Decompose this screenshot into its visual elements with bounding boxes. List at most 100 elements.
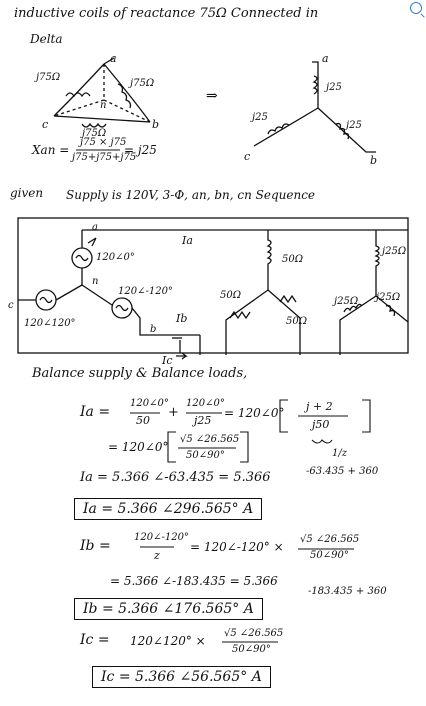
- ic-rhs: 120∠120° ×: [130, 634, 206, 648]
- circuit-node-n: n: [92, 276, 99, 287]
- ia-term2-denominator: j25: [194, 414, 212, 427]
- delta-node-c: c: [42, 118, 49, 131]
- ia-bracket-numerator: j + 2: [306, 400, 333, 413]
- source-wires: [55, 284, 200, 336]
- star-node-c: c: [244, 150, 251, 163]
- circuit-frame: [17, 217, 409, 354]
- ia-plus: +: [168, 405, 179, 420]
- ib-line2-exponent: -183.435 + 360: [308, 586, 387, 597]
- ic-fraction-denominator: 50∠90°: [232, 644, 271, 655]
- delta-right-coil: [103, 63, 151, 123]
- delta-node-b: b: [152, 118, 160, 131]
- star-branch-a: [312, 61, 319, 108]
- ia-bracket: [279, 399, 371, 433]
- load-l2: [343, 303, 363, 313]
- xan-label: Xan =: [32, 143, 70, 157]
- ib-final-answer: Ib = 5.366 ∠176.565° A: [74, 598, 263, 620]
- ia-eq1: = 120∠0°: [224, 406, 285, 420]
- ia-underbrace: [311, 439, 333, 444]
- given-label: given: [10, 186, 44, 200]
- ia-term1-denominator: 50: [136, 414, 150, 427]
- three-phase-circuit: [17, 217, 409, 360]
- given-text: Supply is 120V, 3-Φ, an, bn, cn Sequence: [66, 188, 316, 202]
- ia-term1-numerator: 120∠0°: [130, 398, 169, 409]
- ib-rhs: = 120∠-120° ×: [190, 540, 284, 554]
- source-c-label: 120∠120°: [24, 318, 76, 329]
- ia-line2-denominator: 50∠90°: [186, 450, 225, 461]
- current-ib-label: Ib: [176, 312, 188, 325]
- current-ia-label: Ia: [182, 234, 193, 247]
- ib-numerator: 120∠-120°: [134, 532, 189, 543]
- delta-node-n: n: [100, 100, 107, 111]
- ib-label: Ib =: [80, 538, 111, 554]
- load-l-right: [375, 295, 409, 323]
- delta-bottom-line: [53, 115, 151, 123]
- source-a-wave: [75, 254, 89, 262]
- delta-bottom-coil-label: j75Ω: [82, 128, 107, 139]
- ia-line2-bracket: [167, 431, 249, 463]
- xan-result: = j25: [124, 143, 157, 157]
- ia-final-answer: Ia = 5.366 ∠296.565° A: [74, 498, 263, 520]
- load-r-right: [267, 289, 301, 355]
- load-r2: [229, 310, 251, 320]
- ib-fraction-denominator: 50∠90°: [310, 550, 349, 561]
- star-branch-right-label: j25: [346, 120, 362, 131]
- arrow-ia: [87, 237, 97, 247]
- load-l-left: [339, 295, 377, 355]
- load-r1-label: 50Ω: [282, 254, 304, 265]
- arrow-ic: [176, 352, 188, 360]
- star-branch-left-label: j25: [252, 112, 268, 123]
- ia-line3-exponent: -63.435 + 360: [306, 466, 379, 477]
- delta-right-coil-loops: [117, 83, 132, 109]
- load-l1-label: j25Ω: [382, 246, 407, 257]
- load-r3: [279, 294, 297, 304]
- star-branch-a-label: j25: [326, 82, 342, 93]
- problem-statement-line1: inductive coils of reactance 75Ω Connect…: [14, 6, 319, 21]
- star-branch-c: [253, 107, 319, 147]
- ia-label: Ia =: [80, 404, 111, 420]
- delta-a-stub: [103, 57, 115, 65]
- delta-diagram: [53, 57, 151, 128]
- load-l3-label: j25Ω: [376, 292, 401, 303]
- xan-numerator: j75 × j75: [80, 137, 127, 148]
- ic-fraction-numerator: √5 ∠26.565: [224, 628, 284, 639]
- star-branch-b: [317, 107, 376, 153]
- load-l2-label: j25Ω: [334, 296, 359, 307]
- load-r1: [266, 230, 272, 290]
- star-diagram: [253, 61, 376, 153]
- source-a-label: 120∠0°: [96, 252, 135, 263]
- ia-line2-numerator: √5 ∠26.565: [180, 434, 240, 445]
- ia-bracket-denominator: j50: [312, 418, 330, 431]
- delta-left-coil-loops: [65, 92, 91, 98]
- current-ic-label: Ic: [162, 354, 173, 367]
- ia-term2-numerator: 120∠0°: [186, 398, 225, 409]
- circuit-node-c: c: [8, 300, 14, 311]
- ia-line2-prefix: = 120∠0°: [108, 440, 169, 454]
- delta-right-coil-label: j75Ω: [130, 78, 155, 89]
- circuit-node-b: b: [150, 324, 157, 335]
- ib-line2: = 5.366 ∠-183.435 = 5.366: [110, 574, 278, 588]
- ic-label: Ic =: [80, 632, 110, 648]
- ia-line3: Ia = 5.366 ∠-63.435 = 5.366: [80, 470, 271, 485]
- circuit-node-a: a: [92, 222, 98, 233]
- source-c-wave: [39, 296, 53, 304]
- load-l1: [374, 230, 380, 296]
- load-r2-label: 50Ω: [220, 290, 242, 301]
- balance-statement: Balance supply & Balance loads,: [32, 366, 248, 381]
- load-r-left: [225, 289, 269, 355]
- delta-left-coil-label: j75Ω: [36, 72, 61, 83]
- ib-fraction-numerator: √5 ∠26.565: [300, 534, 360, 545]
- delta-bottom-coil-loops: [81, 122, 107, 128]
- star-coil-a: [312, 75, 318, 95]
- zoom-icon[interactable]: [410, 2, 422, 14]
- delta-node-a: a: [110, 52, 117, 65]
- star-coil-c: [267, 123, 290, 135]
- load-l3: [385, 304, 396, 317]
- xan-denominator: j75+j75+j75: [72, 152, 137, 163]
- transform-arrow: ⇒: [206, 88, 218, 104]
- source-b-label: 120∠-120°: [118, 286, 173, 297]
- ic-final-answer: Ic = 5.366 ∠56.565° A: [92, 666, 271, 688]
- ib-denominator: z: [154, 549, 160, 562]
